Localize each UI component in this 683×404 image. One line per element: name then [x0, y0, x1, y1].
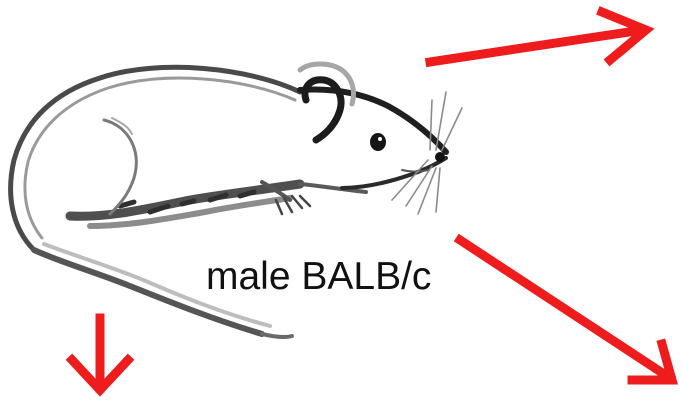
arrow-down-right-icon [460, 240, 672, 380]
arrow-up-right-icon [430, 12, 646, 62]
caption-label: male BALB/c [206, 254, 431, 300]
mouse-eye [370, 133, 386, 151]
mouse-hind-leg-accent [112, 118, 132, 134]
mouse-eye-glint [378, 137, 382, 141]
mouse-tail-tip [262, 334, 292, 337]
mouse-mouth [402, 170, 428, 172]
mouse-whiskers [392, 92, 462, 214]
mouse-back-inner [25, 78, 295, 238]
mouse-nose [435, 152, 445, 162]
arrow-down-icon [72, 318, 128, 390]
